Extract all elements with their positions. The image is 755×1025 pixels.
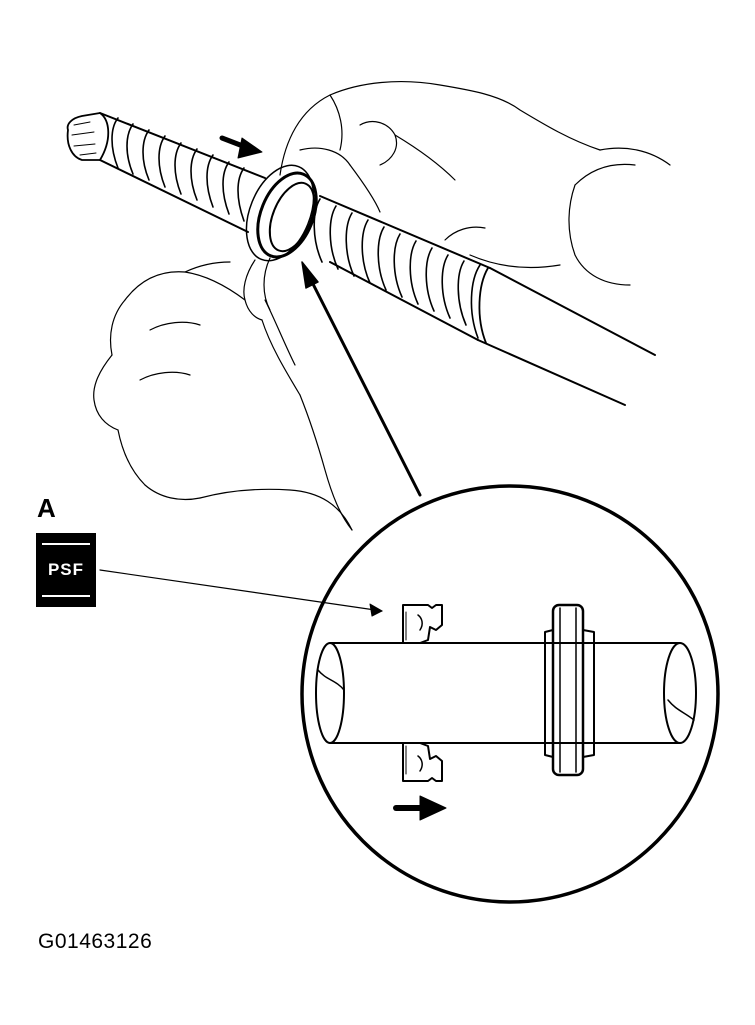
- left-hand: [93, 257, 353, 531]
- oil-seal: [245, 164, 318, 262]
- right-hand: [279, 81, 671, 286]
- push-direction-arrow: [219, 135, 263, 159]
- view-label-a: A: [37, 493, 56, 523]
- detail-zoom-circle: [300, 484, 720, 904]
- threaded-shaft: [66, 112, 656, 406]
- install-direction-arrow: [393, 795, 447, 821]
- psf-grease-badge: PSF: [36, 533, 96, 607]
- psf-label: PSF: [47, 560, 85, 579]
- badge-bottom-bar: [42, 595, 90, 597]
- seal-callout-arrow: [301, 261, 422, 497]
- badge-top-bar: [42, 543, 90, 545]
- figure-code: G01463126: [38, 930, 153, 953]
- leader-line: [99, 569, 383, 612]
